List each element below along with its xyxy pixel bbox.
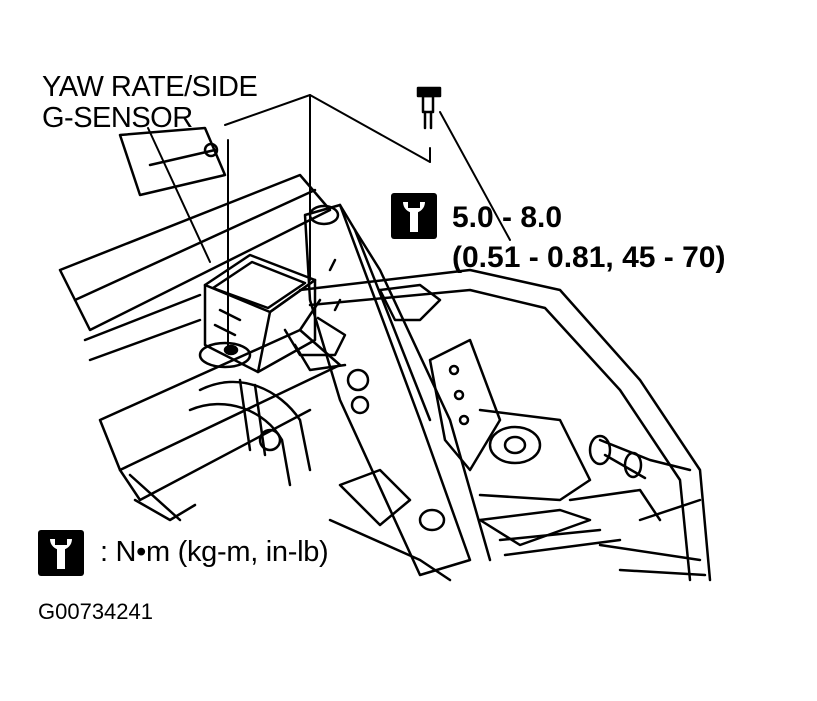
torque-wrench-icon [391,193,437,239]
leader-lines [147,94,511,351]
torque-units-legend: : N•m (kg-m, in-lb) [100,536,329,568]
lower-mechanism [328,338,707,582]
torque-alt-units: (0.51 - 0.81, 45 - 70) [452,241,726,274]
hose-assembly [188,268,712,582]
torque-wrench-icon [38,530,84,576]
floor-panel [58,126,342,522]
torque-value: 5.0 - 8.0 [452,201,563,234]
sensor-name-line-2: G-SENSOR [42,102,193,134]
figure-id: G00734241 [38,599,153,624]
bolt-icon [416,86,442,130]
sensor-name-line-1: YAW RATE/SIDE [42,71,258,103]
yaw-rate-sensor [198,253,347,374]
